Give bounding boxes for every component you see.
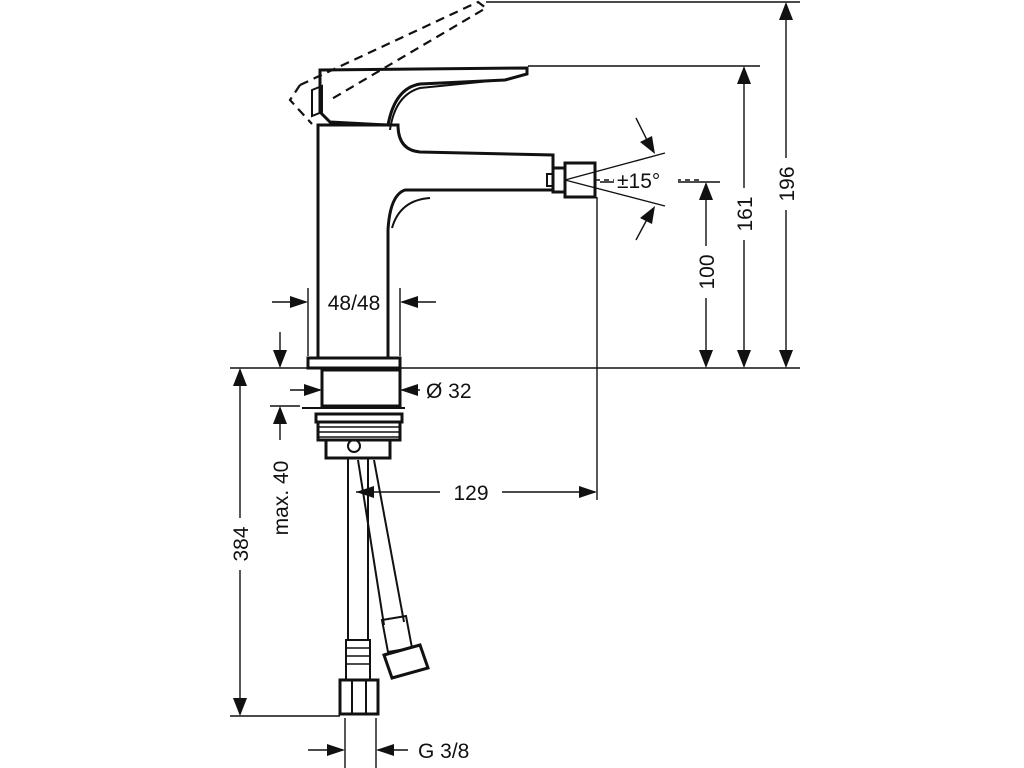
- dim-hole-diameter: Ø 32: [290, 380, 472, 403]
- dim-outlet-height: 100: [690, 182, 722, 368]
- dim-spout-reach: 129: [356, 480, 597, 506]
- label-max-40: max. 40: [270, 461, 293, 536]
- label-48-48: 48/48: [328, 292, 381, 315]
- dim-deck-arrow: [273, 332, 287, 368]
- label-196: 196: [776, 166, 799, 201]
- dim-body-width: 48/48: [272, 292, 436, 315]
- dim-total-height: 196: [770, 2, 802, 368]
- dim-spray-angle: ±15°: [564, 117, 700, 241]
- label-g38: G 3/8: [418, 740, 469, 763]
- supply-hoses: [338, 458, 430, 716]
- spray-nozzle: [546, 161, 597, 199]
- label-diameter: Ø 32: [426, 380, 472, 403]
- label-129: 129: [453, 482, 488, 505]
- dim-connection-thread: G 3/8: [308, 740, 469, 763]
- label-100: 100: [696, 254, 719, 289]
- dim-hose-length: 384: [224, 368, 256, 716]
- lever-raised-dashed: [288, 0, 488, 125]
- dim-max-deck: max. 40: [264, 406, 296, 548]
- label-384: 384: [230, 526, 253, 561]
- label-angle: ±15°: [617, 170, 660, 193]
- dim-spout-top-height: 161: [728, 66, 760, 368]
- deck-mount: [302, 368, 405, 460]
- label-161: 161: [734, 196, 757, 231]
- extension-lines: [230, 1, 800, 768]
- lever-handle: [311, 66, 529, 127]
